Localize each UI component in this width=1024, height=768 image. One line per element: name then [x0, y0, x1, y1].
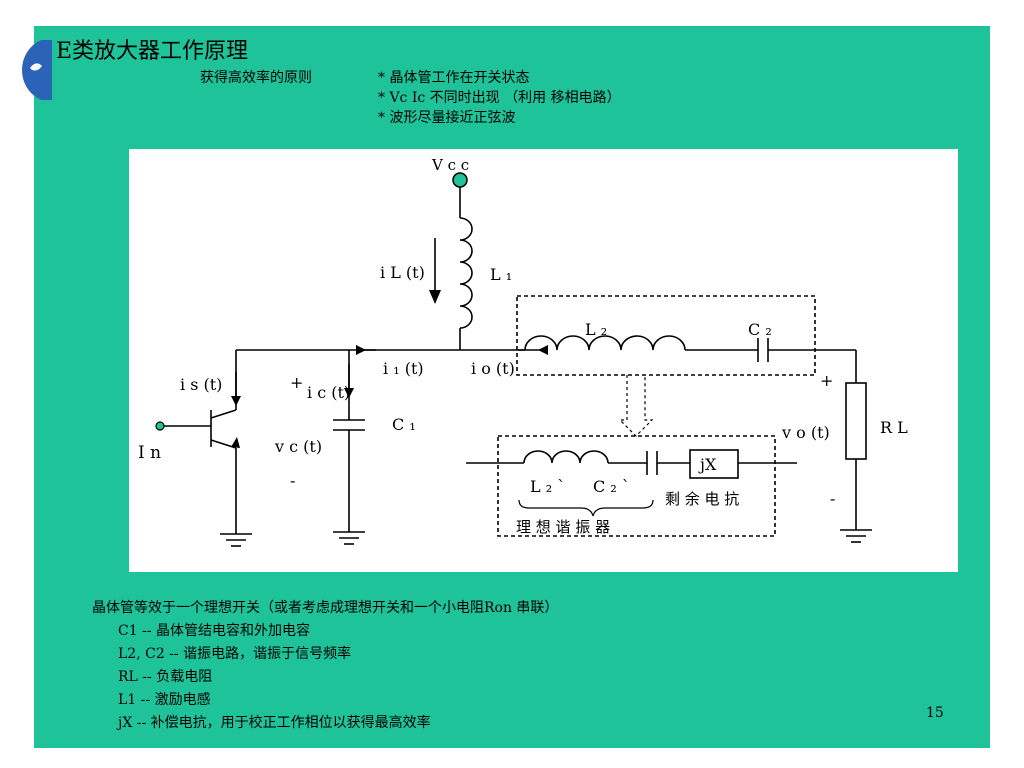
il-current-label: i L (t) — [380, 263, 425, 282]
note-line: 晶体管等效于一个理想开关（或者考虑成理想开关和一个小电阻Ron 串联） — [92, 600, 559, 616]
residual-reactance-label: 剩 余 电 抗 — [665, 490, 739, 508]
slide-title: E类放大器工作原理 — [56, 39, 249, 64]
rl-label: R L — [880, 418, 908, 437]
note-line: jX -- 补偿电抗，用于校正工作相位以获得最高效率 — [118, 715, 431, 731]
note-line: L2, C2 -- 谐振电路，谐振于信号频率 — [118, 646, 352, 662]
principle-item: * 晶体管工作在开关状态 — [378, 70, 530, 86]
i1-current-label: i ₁ (t) — [383, 359, 424, 378]
circuit-diagram: V c c i L (t) L ₁ L ₂ C ₂ i ₁ (t) i o (t… — [129, 149, 958, 572]
vo-voltage-label: v o (t) — [781, 423, 830, 442]
ic-current-label: i c (t) — [307, 383, 350, 402]
c2-prime-label: C ₂ ` — [593, 477, 630, 496]
principle-label: 获得高效率的原则 — [200, 70, 312, 86]
note-line: RL -- 负载电阻 — [118, 669, 213, 685]
note-line: C1 -- 晶体管结电容和外加电容 — [118, 623, 310, 639]
jx-label: jX — [698, 455, 717, 474]
plus-right-label: + — [820, 371, 833, 390]
l2-label: L ₂ — [585, 320, 607, 339]
principle-item: * Vc Ic 不同时出现 （利用 移相电路） — [378, 90, 621, 106]
c2-label: C ₂ — [748, 320, 772, 339]
logo-icon — [12, 40, 52, 100]
vc-voltage-label: v c (t) — [274, 437, 322, 456]
in-label: I n — [138, 443, 161, 463]
l2-prime-label: L ₂ ` — [530, 477, 565, 496]
plus-left-label: + — [290, 373, 303, 392]
c1-label: C ₁ — [392, 415, 416, 434]
page-number: 15 — [926, 705, 944, 721]
io-current-label: i o (t) — [471, 359, 515, 378]
l1-label: L ₁ — [490, 265, 512, 284]
minus-left-label: - — [290, 471, 295, 490]
minus-right-label: - — [830, 489, 835, 508]
vcc-label: V c c — [431, 156, 469, 174]
ideal-resonator-label: 理 想 谐 振 器 — [516, 518, 610, 536]
principle-item: * 波形尽量接近正弦波 — [378, 110, 516, 126]
note-line: L1 -- 激励电感 — [118, 692, 211, 708]
is-current-label: i s (t) — [180, 375, 222, 394]
